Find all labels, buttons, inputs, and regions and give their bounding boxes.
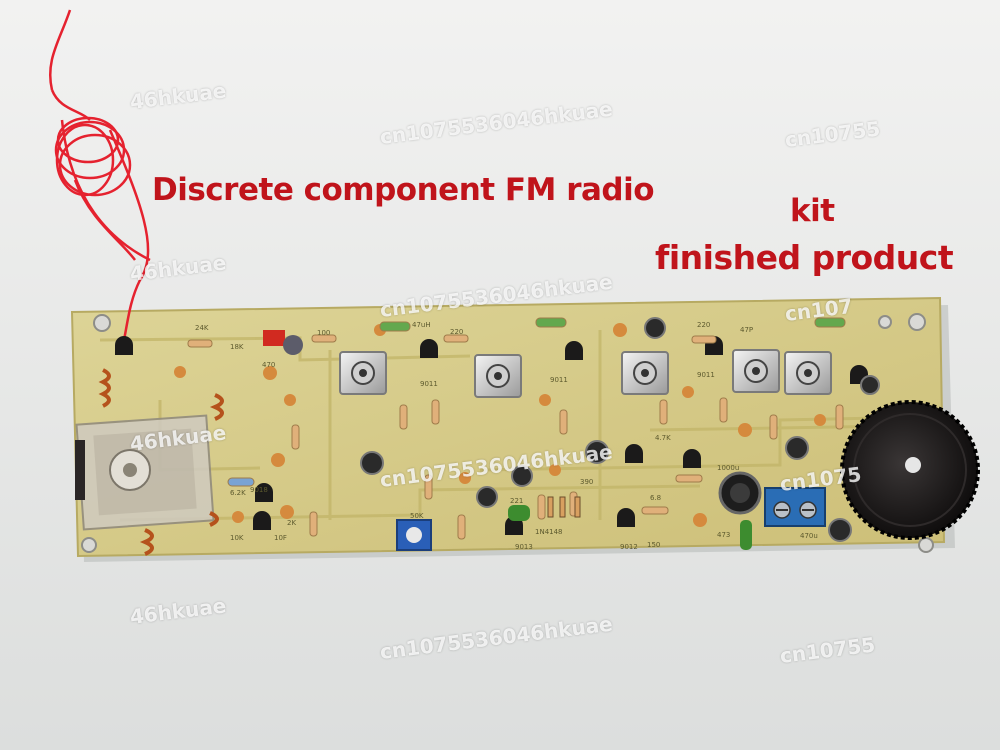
silk-6k2: 6.2K	[230, 489, 246, 497]
antenna-wire-icon	[48, 9, 151, 341]
screw-terminal-icon	[764, 487, 826, 527]
variable-capacitor-icon	[75, 414, 215, 531]
silk-50k: 50K	[410, 512, 424, 520]
silk-100: 100	[317, 329, 330, 337]
silk-9011c: 9011	[697, 371, 715, 379]
silk-10k: 10K	[230, 534, 244, 542]
silk-47uh-a: 47uH	[412, 321, 431, 329]
title-caption: Discrete component FM radio	[152, 172, 655, 208]
silk-150: 150	[647, 541, 660, 549]
silk-18k: 18K	[230, 343, 244, 351]
silk-24k: 24K	[195, 324, 209, 332]
silk-470: 470	[262, 361, 275, 369]
transistors	[115, 336, 868, 535]
ceramic-capacitors	[174, 323, 826, 527]
silk-4148: 1N4148	[535, 528, 563, 536]
finished-product-caption: finished product	[655, 238, 954, 277]
silk-9011a: 9011	[420, 380, 438, 388]
silk-390: 390	[580, 478, 593, 486]
electrolytic-capacitors	[360, 317, 880, 542]
silk-9013: 9013	[515, 543, 533, 551]
silk-4k7: 4.7K	[655, 434, 671, 442]
silk-1000u: 1000u	[717, 464, 739, 472]
grey-capacitor	[283, 335, 303, 355]
film-capacitor-2	[740, 520, 752, 550]
silk-473: 473	[717, 531, 730, 539]
silk-221: 221	[510, 497, 523, 505]
kit-caption: kit	[790, 193, 835, 229]
silk-2k: 2K	[287, 519, 296, 527]
if-transformers	[339, 349, 832, 398]
silk-9012: 9012	[620, 543, 638, 551]
silk-470u: 470u	[800, 532, 818, 540]
mounting-screws	[81, 313, 934, 553]
silk-47p: 47P	[740, 326, 753, 334]
silk-220a: 220	[450, 328, 463, 336]
silk-220b: 220	[697, 321, 710, 329]
diodes	[547, 496, 581, 518]
film-capacitor	[508, 505, 530, 521]
air-coils	[98, 368, 224, 556]
volume-knob-icon	[840, 400, 980, 540]
silk-10f: 10F	[274, 534, 287, 542]
red-trimmer-capacitor	[263, 330, 285, 346]
silk-9018: 9018	[250, 486, 268, 494]
silkscreen-labels: 24K 18K 100 220 220 470 9011 9011 9011 9…	[195, 321, 818, 551]
silk-9011b: 9011	[550, 376, 568, 384]
silk-6-8: 6.8	[650, 494, 661, 502]
